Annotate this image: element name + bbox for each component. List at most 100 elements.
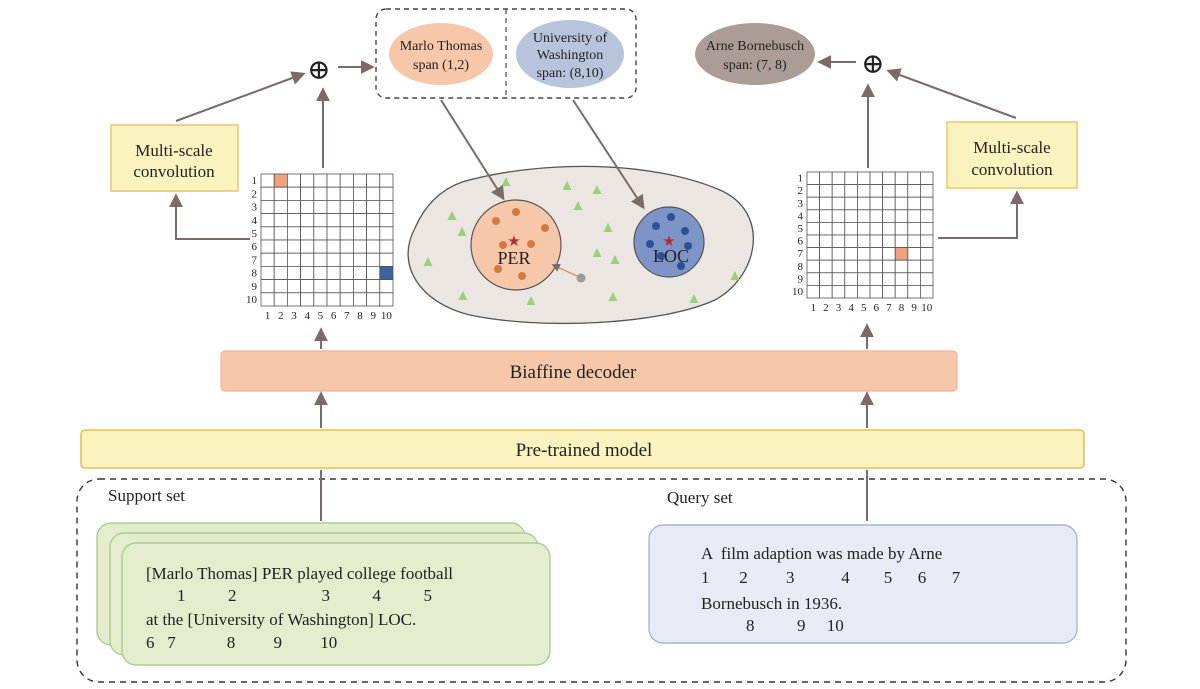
matrix-right-cell <box>831 259 846 274</box>
matrix-left-cell <box>366 186 381 201</box>
matrix-left-cell <box>379 173 394 188</box>
matrix-left-cell <box>379 213 394 228</box>
matrix-right-cell <box>907 171 921 186</box>
matrix-right-row-label: 10 <box>792 286 804 298</box>
support-card-front <box>121 542 551 666</box>
matrix-right-cell <box>869 259 884 274</box>
matrix-right-cell <box>907 259 921 274</box>
matrix-right-cell <box>806 171 821 186</box>
matrix-right-cell <box>844 284 858 299</box>
arrow-conv-left-to-concat <box>175 71 306 122</box>
matrix-left-cell <box>339 292 354 307</box>
span-node-arne-bornebusch <box>695 23 815 85</box>
arrow-washington-to-loc <box>572 99 645 210</box>
matrix-left-cell <box>326 252 341 267</box>
matrix-left-cell <box>379 239 394 254</box>
matrix-right-cell <box>907 184 921 198</box>
matrix-left-cell <box>379 252 394 267</box>
matrix-right-cell <box>806 209 821 223</box>
other-point-triangle <box>730 271 740 280</box>
matrix-right-cell <box>869 284 884 299</box>
conv-box-left <box>110 124 239 192</box>
support-index-line1: 1 2 3 4 5 <box>177 586 432 605</box>
span-node-university-washington-name-1: University of <box>533 31 608 46</box>
per-point <box>494 265 502 273</box>
loc-point <box>677 262 685 270</box>
matrix-right-cell <box>844 221 858 236</box>
matrix-right-cell <box>869 209 884 223</box>
matrix-left-cell <box>273 226 288 241</box>
matrix-right-row-label: 5 <box>798 223 804 235</box>
matrix-left-cell <box>260 186 275 201</box>
matrix-right-row-label: 8 <box>798 261 804 273</box>
per-point <box>499 241 507 249</box>
matrix-right-cell <box>869 272 884 286</box>
matrix-right-cell <box>806 196 821 211</box>
span-node-university-washington <box>516 20 624 88</box>
matrix-left-cell <box>273 213 288 228</box>
matrix-left-cell <box>300 199 315 214</box>
matrix-right-cell <box>882 196 896 211</box>
concat-symbol-right: ⊕ <box>861 49 884 80</box>
matrix-left-cell <box>379 292 394 307</box>
matrix-right-cell <box>907 284 921 299</box>
matrix-left-cell <box>286 199 301 214</box>
loc-point <box>652 222 660 230</box>
per-label: PER <box>497 248 530 268</box>
other-point-triangle <box>592 248 602 257</box>
matrix-right-row-label: 7 <box>798 248 804 260</box>
conv-box-right <box>946 121 1078 189</box>
query-sentence-line2: Bornebusch in 1936. <box>701 594 842 613</box>
matrix-left-cell <box>273 279 288 294</box>
matrix-left-cell <box>313 265 328 280</box>
matrix-right-cell <box>882 209 896 223</box>
matrix-left-cell <box>352 226 367 241</box>
matrix-right-cell <box>894 171 909 186</box>
per-point <box>541 224 549 232</box>
matrix-right-cell <box>894 247 909 261</box>
query-to-per-arrow <box>551 263 578 277</box>
matrix-right-cell <box>907 247 921 261</box>
matrix-left-cell <box>313 173 328 188</box>
matrix-right-cell <box>869 234 884 249</box>
matrix-left-row-label: 4 <box>252 215 258 227</box>
matrix-right-cell <box>844 259 858 274</box>
matrix-right-cell <box>831 221 846 236</box>
span-node-arne-bornebusch-span: span: (7, 8) <box>723 58 787 73</box>
matrix-right-cell <box>894 259 909 274</box>
per-point <box>518 272 526 280</box>
matrix-right-cell <box>920 247 934 261</box>
matrix-right-cell <box>857 184 871 198</box>
matrix-right-col-label: 7 <box>886 302 892 314</box>
per-prototype-star: ★ <box>507 234 520 250</box>
matrix-right-cell <box>857 209 871 223</box>
matrix-left-cell <box>313 213 328 228</box>
matrix-right-cell <box>920 184 934 198</box>
matrix-right-cell <box>920 196 934 211</box>
matrix-left-cell <box>366 279 381 294</box>
matrix-left-cell <box>326 265 341 280</box>
matrix-right-cell <box>806 221 821 236</box>
matrix-left-cell <box>352 186 367 201</box>
matrix-left-cell <box>286 252 301 267</box>
other-point-triangle <box>608 292 618 301</box>
matrix-left-col-label: 8 <box>357 310 363 322</box>
matrix-left-cell <box>352 239 367 254</box>
matrix-left-cell <box>313 199 328 214</box>
matrix-right-row-label: 4 <box>798 210 804 222</box>
pretrained-model-box <box>80 429 1085 469</box>
matrix-right-cell <box>920 284 934 299</box>
other-point-triangle <box>592 185 602 194</box>
matrix-right-cell <box>831 284 846 299</box>
matrix-right-col-label: 2 <box>823 302 829 314</box>
matrix-right-cell <box>894 209 909 223</box>
matrix-left-row-label: 7 <box>252 254 258 266</box>
matrix-left-cell <box>339 173 354 188</box>
matrix-right-cell <box>907 272 921 286</box>
loc-prototype-star: ★ <box>662 234 675 250</box>
matrix-left-row-label: 1 <box>252 175 258 187</box>
query-index-line2: 8 9 10 <box>746 616 844 635</box>
matrix-left-cell <box>260 252 275 267</box>
